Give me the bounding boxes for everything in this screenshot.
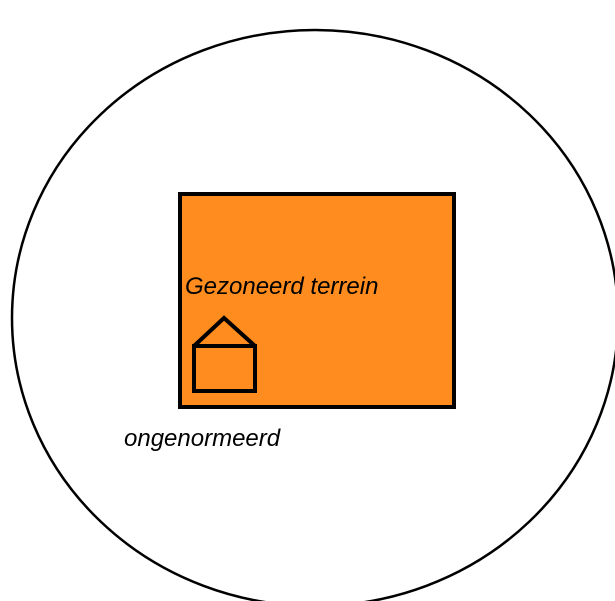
house-icon [192, 315, 257, 393]
house-roof [192, 315, 257, 348]
house-body [192, 344, 257, 393]
outer-area-circle [10, 28, 615, 601]
outer-area-label: ongenormeerd [124, 425, 281, 452]
zoned-area-label: Gezoneerd terrein [185, 273, 378, 300]
zoned-area-rect [178, 192, 456, 409]
